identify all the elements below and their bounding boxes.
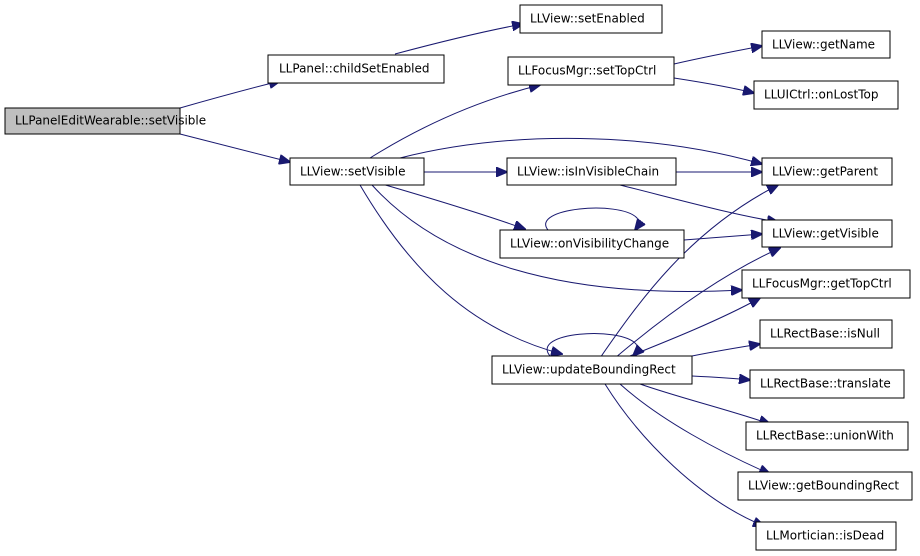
node-label: LLView::getParent [772, 165, 878, 179]
edge-setTopCtrl-to-onLostTop [673, 77, 754, 93]
edge-updateBoundingRect-loop [546, 333, 637, 356]
edge-onVisibilityChange-loop [545, 207, 639, 230]
node-panel-edit-wearable-set-visible[interactable]: LLPanelEditWearable::setVisible [4, 107, 206, 135]
node-label: LLView::updateBoundingRect [502, 363, 676, 377]
node-rect-base-translate[interactable]: LLRectBase::translate [749, 369, 905, 399]
node-view-set-enabled[interactable]: LLView::setEnabled [519, 4, 663, 34]
node-label: LLRectBase::isNull [770, 327, 880, 341]
node-label: LLMortician::isDead [766, 529, 884, 543]
node-label: LLUICtrl::onLostTop [764, 88, 879, 102]
edge-updateBoundingRect-to-getParent [599, 185, 778, 359]
node-view-get-parent[interactable]: LLView::getParent [761, 157, 893, 186]
node-view-get-name[interactable]: LLView::getName [761, 30, 891, 59]
edge-onVisibilityChange-to-getVisible [683, 234, 762, 241]
edge-updateBoundingRect-to-isNull [691, 344, 760, 357]
edge-updateBoundingRect-to-getVisible [614, 248, 780, 359]
node-label: LLView::getVisible [772, 227, 879, 241]
node-label: LLRectBase::translate [760, 377, 891, 391]
node-label: LLView::getBoundingRect [748, 479, 899, 493]
edge-setVisible-to-setTopCtrl [369, 85, 540, 159]
edge-updateBoundingRect-to-translate [691, 376, 750, 380]
node-label: LLView::setVisible [300, 165, 406, 179]
edge-updateBoundingRect-to-getBoundingRect [619, 383, 770, 474]
edge-updateBoundingRect-to-getTopCtrl [624, 298, 760, 359]
edge-setVisible-to-updateBoundingRect [359, 184, 562, 354]
node-view-is-in-visible-chain[interactable]: LLView::isInVisibleChain [506, 157, 677, 186]
node-label: LLPanelEditWearable::setVisible [15, 114, 206, 128]
node-label: LLRectBase::unionWith [756, 429, 894, 443]
node-label: LLView::onVisibilityChange [510, 237, 669, 251]
node-rect-base-is-null[interactable]: LLRectBase::isNull [759, 319, 893, 349]
node-focus-mgr-get-top-ctrl[interactable]: LLFocusMgr::getTopCtrl [741, 269, 911, 299]
edge-childSetEnabled-to-setEnabled [394, 24, 523, 55]
edges [179, 24, 780, 526]
node-view-set-visible[interactable]: LLView::setVisible [289, 157, 425, 186]
edge-setVisible-to-getTopCtrl [371, 184, 742, 292]
edge-updateBoundingRect-to-unionWith [639, 383, 770, 424]
edge-setVisible-to-onVisibilityChange [381, 183, 525, 229]
edge-setVisible-to-getParent [399, 137, 762, 164]
node-label: LLFocusMgr::setTopCtrl [518, 64, 656, 78]
node-label: LLView::isInVisibleChain [517, 165, 659, 179]
edge-updateBoundingRect-to-isDead [604, 383, 764, 526]
node-panel-child-set-enabled[interactable]: LLPanel::childSetEnabled [267, 54, 445, 84]
node-label: LLView::getName [772, 38, 875, 52]
edge-root-to-childSetEnabled [179, 81, 280, 109]
edge-root-to-setVisible [179, 133, 290, 162]
nodes: LLPanelEditWearable::setVisible LLPanel:… [4, 4, 913, 551]
node-label: LLView::setEnabled [530, 12, 645, 26]
node-ui-ctrl-on-lost-top[interactable]: LLUICtrl::onLostTop [753, 80, 899, 110]
node-view-update-bounding-rect[interactable]: LLView::updateBoundingRect [491, 355, 693, 385]
node-rect-base-union-with[interactable]: LLRectBase::unionWith [745, 421, 909, 451]
node-focus-mgr-set-top-ctrl[interactable]: LLFocusMgr::setTopCtrl [507, 56, 675, 86]
node-view-get-bounding-rect[interactable]: LLView::getBoundingRect [737, 471, 913, 501]
node-label: LLPanel::childSetEnabled [279, 62, 430, 76]
node-view-on-visibility-change[interactable]: LLView::onVisibilityChange [499, 229, 685, 259]
node-label: LLFocusMgr::getTopCtrl [752, 277, 892, 291]
edge-isInVisibleChain-to-getVisible [619, 184, 778, 222]
node-mortician-is-dead[interactable]: LLMortician::isDead [755, 521, 897, 551]
node-view-get-visible[interactable]: LLView::getVisible [761, 219, 893, 248]
edge-setTopCtrl-to-getName [673, 46, 762, 65]
